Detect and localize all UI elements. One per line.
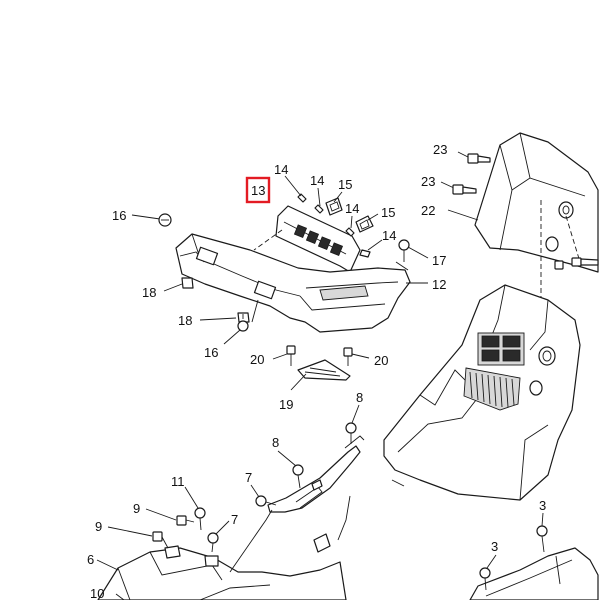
highlight-box-part-13 (245, 176, 271, 204)
callout-labels: 23 23 22 14 14 13 15 14 15 14 16 17 12 1… (87, 142, 546, 600)
clip-parts-15 (325, 191, 379, 233)
bolt-part-16-upper (131, 213, 172, 227)
leader-part-22 (447, 209, 479, 221)
bolt-part-11 (184, 486, 206, 531)
callout-14-c: 14 (345, 201, 359, 216)
callout-14-b: 14 (310, 173, 324, 188)
callout-3-lower: 3 (491, 539, 498, 554)
screw-part-20-left (272, 345, 296, 366)
callout-8-upper: 8 (356, 390, 363, 405)
callout-20-right: 20 (374, 353, 388, 368)
pin-parts-14 (284, 175, 383, 258)
callout-22: 22 (421, 203, 435, 218)
screw-part-20-right (343, 347, 370, 366)
callout-15-b: 15 (381, 205, 395, 220)
bolt-part-3-lower (479, 554, 497, 591)
callout-17: 17 (432, 253, 446, 268)
callout-11: 11 (171, 474, 185, 489)
callout-6: 6 (87, 552, 94, 567)
callout-13: 13 (251, 183, 265, 198)
screw-part-23-lower (440, 181, 477, 195)
callout-16-upper: 16 (112, 208, 126, 223)
callout-18-upper: 18 (142, 285, 156, 300)
callout-14-d: 14 (382, 228, 396, 243)
top-panel-part-12 (175, 233, 411, 333)
callout-14-a: 14 (274, 162, 288, 177)
bolt-part-8-lower (277, 450, 304, 489)
bolt-part-7-upper (250, 484, 277, 507)
bolt-part-7-lower (207, 520, 230, 553)
meter-plate-part-13 (253, 205, 361, 273)
bolt-part-16-lower (223, 314, 249, 345)
callout-3-upper: 3 (539, 498, 546, 513)
clip-part-18-upper (163, 277, 194, 292)
bolt-part-8-upper (345, 404, 360, 444)
callout-23-lower: 23 (421, 174, 435, 189)
bolt-part-17 (398, 239, 429, 262)
screw-part-9-lower (107, 526, 169, 549)
vent-part-19 (290, 359, 351, 391)
screw-part-9-upper (145, 508, 195, 526)
callout-15-a: 15 (338, 177, 352, 192)
center-console-base (383, 284, 581, 501)
callout-18-lower: 18 (178, 313, 192, 328)
callout-8-lower: 8 (272, 435, 279, 450)
callout-10: 10 (90, 586, 104, 600)
side-cover-part-3 (469, 547, 599, 600)
side-panel-part-6 (96, 509, 347, 600)
clip-part-18-lower (199, 312, 250, 323)
callout-9-upper: 9 (133, 501, 140, 516)
callout-19: 19 (279, 397, 293, 412)
callout-23-upper: 23 (433, 142, 447, 157)
bolt-part-3-upper (536, 512, 548, 553)
callout-20-left: 20 (250, 352, 264, 367)
callout-16-lower: 16 (204, 345, 218, 360)
callout-12: 12 (432, 277, 446, 292)
bolt-right-edge (554, 257, 599, 270)
screw-part-23-upper (457, 151, 491, 164)
callout-9-lower: 9 (95, 519, 102, 534)
callout-7-upper: 7 (245, 470, 252, 485)
cable-assembly (267, 435, 365, 553)
callout-7-lower: 7 (231, 512, 238, 527)
